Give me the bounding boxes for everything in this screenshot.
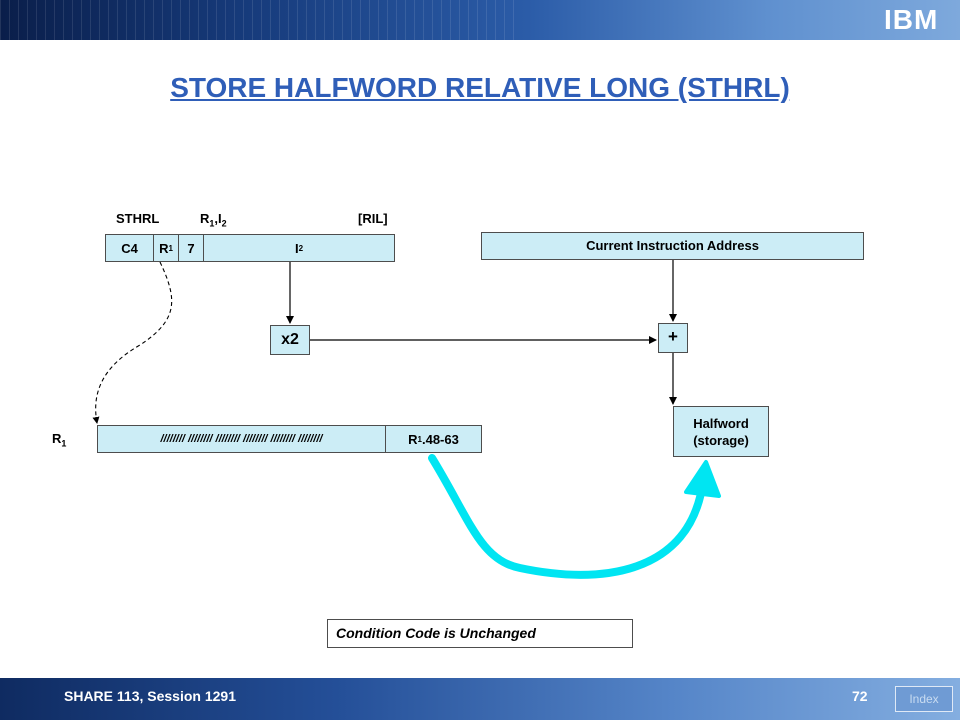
top-banner [0,0,960,40]
store-arrowhead [684,460,721,498]
halfword-line1: Halfword [693,416,749,431]
multiply-by-two-box: x2 [270,325,310,355]
condition-code-box: Condition Code is Unchanged [327,619,633,648]
r1-dashed-arrow [92,261,173,424]
index-button[interactable]: Index [895,686,953,712]
halfword-storage-box: Halfword (storage) [673,406,769,457]
ext-field: 7 [179,235,204,261]
register-label: R1 [52,431,67,449]
halfword-line2: (storage) [693,433,749,448]
operands-label: R1,I2 [200,211,227,229]
slide-title: STORE HALFWORD RELATIVE LONG (STHRL) [170,72,790,103]
bottom-banner [0,678,960,720]
adder-box: + [658,323,688,353]
register-high-bits: //////// //////// //////// //////// ////… [98,426,386,452]
mnemonic-label: STHRL [116,211,160,226]
footer-session: SHARE 113, Session 1291 [64,688,236,704]
store-arrow [428,454,707,579]
current-instruction-address-box: Current Instruction Address [481,232,864,260]
register-box: //////// //////// //////// //////// ////… [97,425,482,453]
ibm-logo: IBM [884,5,954,35]
banner-texture [0,0,520,40]
opcode-field: C4 [106,235,154,261]
format-label: [RIL] [358,211,388,226]
page-number: 72 [852,688,868,704]
